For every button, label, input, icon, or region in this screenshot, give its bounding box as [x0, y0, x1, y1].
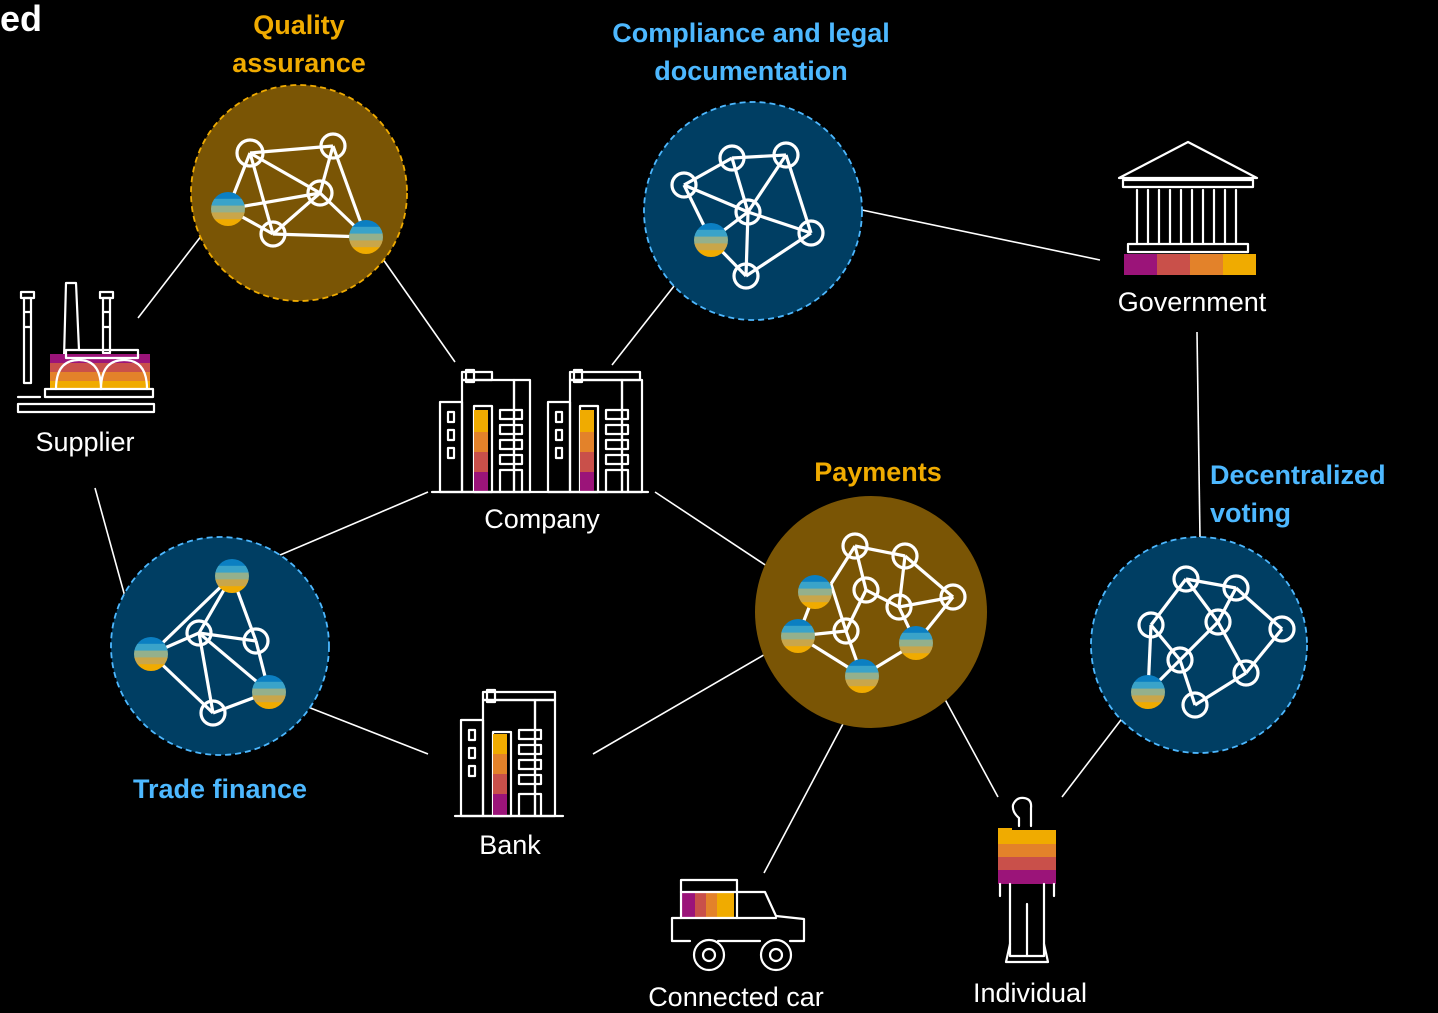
- token-icon: [694, 223, 728, 257]
- connector-bank-payments: [592, 637, 794, 755]
- payments-label: Payments: [778, 453, 978, 491]
- title-fragment: ed: [0, 0, 43, 39]
- token-icon: [781, 619, 815, 653]
- connector-supplier-quality: [137, 221, 213, 319]
- government-building-icon: [1117, 140, 1259, 275]
- bank-building-icon: [453, 688, 565, 818]
- quality-assurance-line2: assurance: [232, 48, 366, 78]
- connected-car-label: Connected car: [648, 982, 824, 1012]
- payments-circle: [755, 496, 987, 728]
- token-icon: [798, 575, 832, 609]
- bank-label: Bank: [479, 830, 541, 860]
- supplier-label: Supplier: [35, 427, 135, 457]
- network-icon: [149, 574, 271, 727]
- quality-assurance-line1: Quality: [253, 10, 345, 40]
- compliance-line1: Compliance and legal: [612, 18, 890, 48]
- payments-line1: Payments: [814, 457, 942, 487]
- individual-label: Individual: [972, 978, 1088, 1008]
- token-icon: [349, 220, 383, 254]
- decentralized-voting-label: Decentralized voting: [1210, 456, 1430, 532]
- token-icon: [252, 675, 286, 709]
- connector-compliance-government: [861, 209, 1101, 261]
- connector-government-voting: [1196, 331, 1201, 539]
- token-icon: [134, 637, 168, 671]
- decentralized-voting-line1: Decentralized: [1210, 460, 1386, 490]
- connector-quality-company: [379, 254, 456, 363]
- car-icon: [670, 878, 806, 972]
- connector-supplier-trade: [94, 487, 128, 605]
- network-icon: [1137, 565, 1296, 719]
- token-icon: [215, 559, 249, 593]
- compliance-line2: documentation: [654, 56, 848, 86]
- factory-icon: [16, 281, 156, 414]
- compliance-circle: [643, 101, 863, 321]
- token-icon: [211, 192, 245, 226]
- token-icon: [899, 626, 933, 660]
- trade-finance-label: Trade finance: [100, 770, 340, 808]
- token-icon: [845, 659, 879, 693]
- token-icon: [1131, 675, 1165, 709]
- decentralized-voting-circle: [1090, 536, 1308, 754]
- trade-finance-line1: Trade finance: [132, 774, 308, 804]
- government-label: Government: [1117, 287, 1267, 317]
- office-buildings-icon: [430, 368, 650, 494]
- decentralized-voting-line2: voting: [1210, 498, 1291, 528]
- compliance-label: Compliance and legal documentation: [551, 14, 951, 90]
- connector-trade-bank: [289, 699, 429, 755]
- person-icon: [998, 796, 1056, 964]
- company-label: Company: [484, 504, 600, 534]
- quality-assurance-label: Quality assurance: [199, 6, 399, 82]
